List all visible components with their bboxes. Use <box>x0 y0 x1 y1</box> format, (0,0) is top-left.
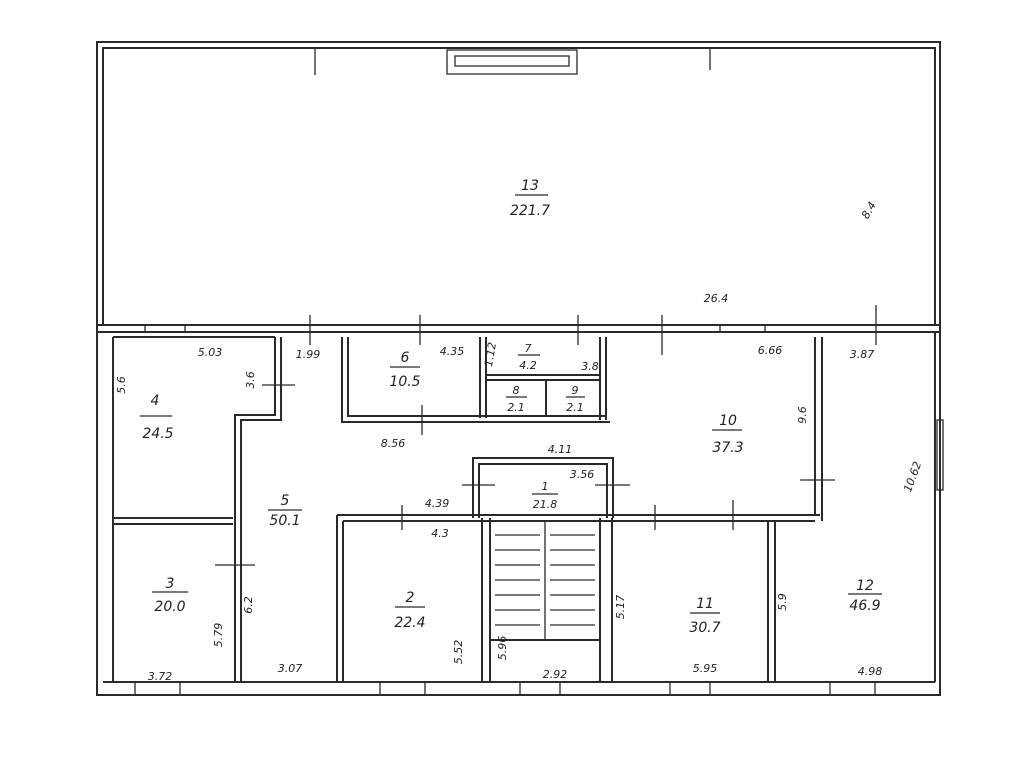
plan-line <box>102 47 936 326</box>
plan-label: 6 <box>401 350 410 366</box>
plan-label: 12 <box>856 578 874 594</box>
dim: 4.3 <box>431 527 449 540</box>
dim: 8.56 <box>381 437 406 450</box>
plan-label: 8 <box>513 384 520 397</box>
dim: 2.92 <box>543 668 568 681</box>
plan-label: 9 <box>572 384 579 397</box>
dim: 4.39 <box>425 497 450 510</box>
room-5-label: 550.1 <box>268 493 302 529</box>
plan-line <box>240 337 282 682</box>
dimension-labels: 26.4 8.4 5.03 1.99 4.35 1.12 3.8 6.66 3.… <box>115 199 924 683</box>
plan-label: 7 <box>525 342 532 355</box>
plan-label: 30.7 <box>689 620 720 636</box>
room-13-label: 13 221.7 <box>510 178 550 219</box>
plan-label: 4.2 <box>519 359 537 372</box>
room-8-label: 82.1 <box>506 384 527 414</box>
plan-label: 21.8 <box>533 498 558 511</box>
plan-label: 221.7 <box>510 203 550 219</box>
dim: 26.4 <box>704 292 729 305</box>
room-4-label: 424.5 <box>140 393 174 442</box>
room-12-label: 12 46.9 <box>848 578 882 614</box>
room-6-label: 610.5 <box>389 350 420 390</box>
plan-line <box>478 463 608 518</box>
plan-line <box>669 681 711 696</box>
plan-label: 24.5 <box>142 426 173 442</box>
dim: 5.52 <box>452 640 465 665</box>
plan-line <box>234 337 276 682</box>
dim: 5.03 <box>198 346 223 359</box>
plan-label: 20.0 <box>154 599 185 615</box>
room-9-label: 92.1 <box>566 384 585 414</box>
dim: 3.87 <box>850 348 875 361</box>
plan-line <box>341 337 610 423</box>
plan-line <box>454 55 570 67</box>
plan-line <box>719 324 766 333</box>
dim: 4.11 <box>548 443 573 456</box>
dim: 3.72 <box>148 670 173 683</box>
plan-label: 10 <box>719 413 737 429</box>
plan-line <box>472 457 614 518</box>
stairs <box>495 520 595 640</box>
plan-line <box>144 324 186 333</box>
plan-line <box>134 681 181 696</box>
walls <box>96 41 941 696</box>
plan-line <box>936 419 944 491</box>
dim: 6.66 <box>758 344 783 357</box>
plan-label: 50.1 <box>269 513 300 529</box>
plan-line <box>829 681 876 696</box>
dim: 1.12 <box>482 341 499 367</box>
dim: 10.62 <box>901 460 924 494</box>
dim: 8.4 <box>859 199 879 221</box>
plan-label: 46.9 <box>849 598 880 614</box>
plan-label: 37.3 <box>712 440 743 456</box>
dim: 5.79 <box>212 623 225 648</box>
plan-label: 4 <box>151 393 160 409</box>
plan-label: 1 <box>542 480 549 493</box>
plan-label: 10.5 <box>389 374 420 390</box>
plan-label: 3 <box>166 576 175 592</box>
dim: 4.35 <box>440 345 465 358</box>
plan-label: 2.1 <box>507 401 525 414</box>
plan-line <box>379 681 426 696</box>
plan-line <box>96 41 941 696</box>
room-3-label: 320.0 <box>152 576 188 615</box>
plan-label: 2 <box>406 590 415 606</box>
room-1-label: 121.8 <box>532 480 558 511</box>
room-7-label: 74.2 <box>518 342 540 372</box>
plan-line <box>446 49 578 75</box>
dim: 5.17 <box>614 595 627 620</box>
dim: 5.6 <box>115 376 128 394</box>
dim: 3.8 <box>581 360 599 373</box>
plan-label: 13 <box>521 178 539 194</box>
plan-label: 22.4 <box>394 615 425 631</box>
dim: 1.99 <box>296 348 321 361</box>
plan-label: 2.1 <box>566 401 584 414</box>
door-marks <box>215 305 877 566</box>
room-2-label: 222.4 <box>394 590 425 631</box>
dim: 3.56 <box>570 468 595 481</box>
dim: 6.2 <box>242 596 255 614</box>
plan-line <box>519 681 561 696</box>
windows <box>134 48 944 696</box>
plan-label: 5 <box>281 493 290 509</box>
room-10-label: 10 37.3 <box>712 413 744 456</box>
dim: 5.96 <box>496 636 509 661</box>
room-11-label: 11 30.7 <box>689 596 720 636</box>
dim: 5.9 <box>776 593 789 611</box>
dim: 5.95 <box>693 662 718 675</box>
dim: 3.07 <box>278 662 303 675</box>
dim: 9.6 <box>796 406 809 424</box>
dim: 3.6 <box>244 371 257 389</box>
dim: 4.98 <box>858 665 883 678</box>
plan-label: 11 <box>696 596 714 612</box>
plan-line <box>347 337 605 417</box>
